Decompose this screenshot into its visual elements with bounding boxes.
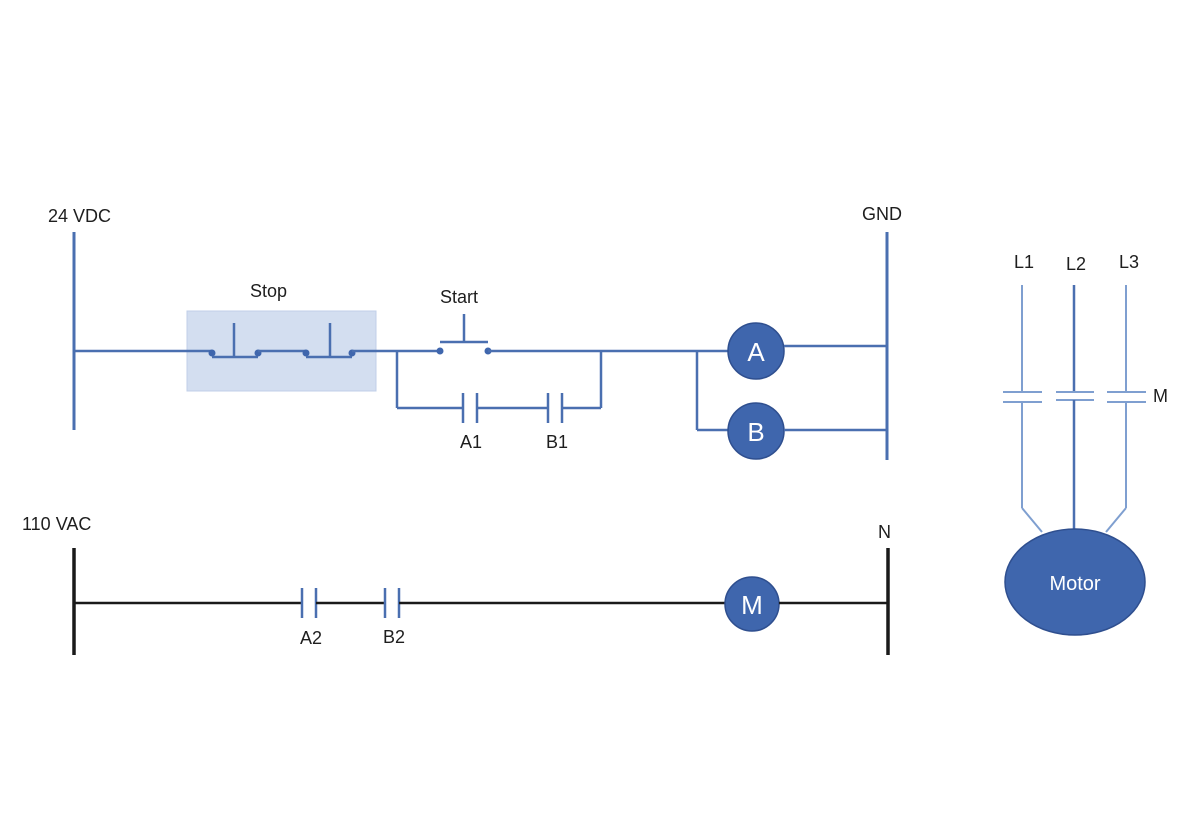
stop-button-contacts [208,323,356,359]
svg-text:M: M [741,590,763,620]
motor-symbol: Motor [1004,528,1146,636]
contact-a2-label: A2 [300,628,322,648]
svg-text:Motor: Motor [1049,573,1100,595]
svg-text:B: B [747,417,764,447]
start-button-contact [436,314,492,355]
supply-label-24vdc: 24 VDC [48,206,111,226]
line-l1-label: L1 [1014,252,1034,272]
contact-b1-label: B1 [546,432,568,452]
coil-b: B [727,402,785,460]
start-label: Start [440,287,478,307]
stop-label: Stop [250,281,287,301]
line-l3-label: L3 [1119,252,1139,272]
coil-m: M [724,576,780,632]
contact-a2 [300,588,318,618]
coil-a: A [727,322,785,380]
contact-b2-label: B2 [383,627,405,647]
power-circuit: 110 VAC N A2 B2 M [22,514,891,655]
svg-text:A: A [747,337,765,367]
seal-in-branch [395,351,603,423]
supply-label-110vac: 110 VAC [22,514,91,534]
contactor-m-label: M [1153,386,1168,406]
control-circuit: 24 VDC GND Stop Start [48,204,902,460]
neutral-label: N [878,522,891,542]
ground-label: GND [862,204,902,224]
line-l2-label: L2 [1066,254,1086,274]
contact-a1-label: A1 [460,432,482,452]
contact-b2 [383,588,401,618]
motor-circuit: L1 L2 L3 M Motor [1003,252,1168,636]
